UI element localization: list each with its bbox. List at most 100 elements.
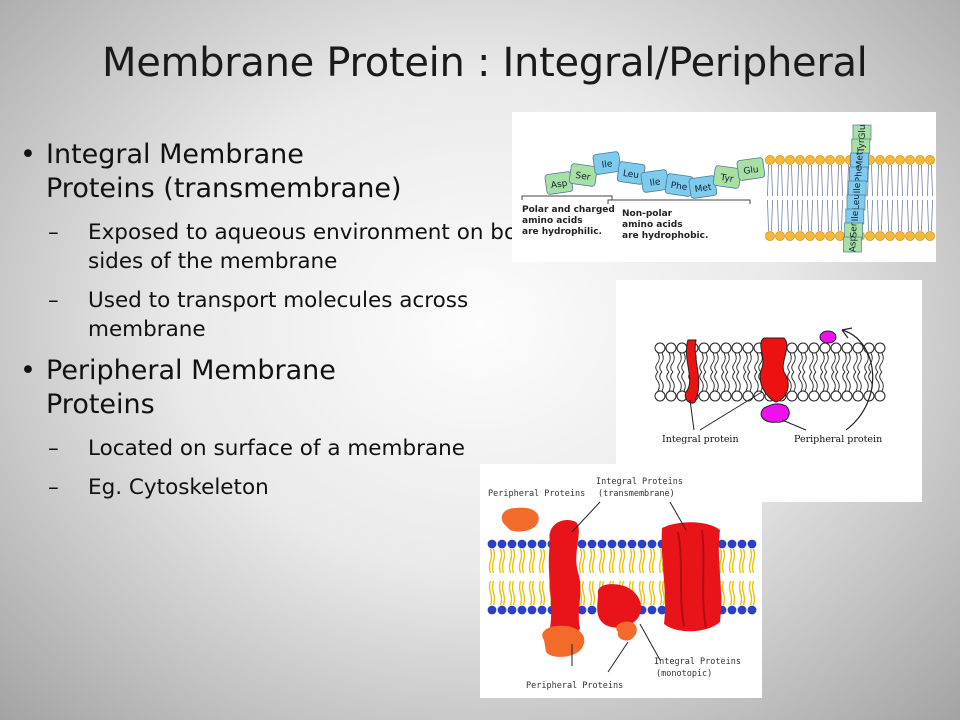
lipid-tail [787, 371, 796, 392]
lipid-head [895, 231, 905, 241]
amino-acid-label: Ile [649, 177, 661, 188]
lipid-head [915, 231, 925, 241]
lipid-head [737, 539, 747, 549]
lipid-head [785, 155, 795, 165]
lipid-head [786, 390, 798, 402]
label-integral-trans-2: (transmembrane) [598, 489, 675, 499]
lipid-head [874, 390, 886, 402]
helix-residue-label: Met [856, 151, 866, 168]
lipid-tail [798, 352, 807, 373]
lipid-head [727, 605, 737, 615]
lipid-tail [853, 371, 862, 392]
lipid-tail [538, 548, 546, 574]
lipid-head [487, 539, 497, 549]
lipid-head [497, 539, 507, 549]
peripheral-small-orange [616, 621, 637, 641]
lipid-tail [842, 371, 851, 392]
lipid-head [825, 155, 835, 165]
lipid-head [815, 155, 825, 165]
lipid-head [637, 539, 647, 549]
helix-residue-label: Phe [854, 165, 864, 182]
lipid-head [815, 231, 825, 241]
lipid-tail [638, 580, 646, 606]
lipid-tail [787, 164, 793, 197]
lipid-tail [927, 164, 933, 197]
pointer-trans-1 [571, 501, 601, 533]
sub-bullet-cytoskeleton: Eg. Cytoskeleton [46, 473, 478, 502]
lipid-tail [655, 352, 664, 373]
lipid-tail [528, 580, 536, 606]
lipid-tail [875, 352, 884, 373]
lipid-head [863, 390, 875, 402]
polar-label-3: are hydrophilic. [522, 227, 602, 237]
polar-bracket [521, 195, 613, 200]
lipid-head [607, 539, 617, 549]
lipid-head [517, 539, 527, 549]
label-integral-trans-1: Integral Proteins [596, 477, 683, 487]
helix-residue-box [843, 236, 862, 253]
lipid-tail [807, 164, 813, 197]
lipid-tail [797, 164, 803, 197]
lipid-tail [827, 199, 833, 232]
lipid-tail [728, 580, 736, 606]
lipid-head [915, 155, 925, 165]
integral-pointer-1 [689, 399, 695, 431]
lipid-head [747, 605, 757, 615]
lipid-tail [809, 352, 818, 373]
lipid-tail [777, 199, 783, 232]
lipid-head [785, 231, 795, 241]
lipid-head [885, 155, 895, 165]
curved-arrow [841, 329, 874, 431]
amino-acid-label: Asp [550, 179, 568, 191]
lipid-tail [488, 580, 496, 606]
barrel-stripe-2 [701, 529, 707, 629]
lipid-head [808, 390, 820, 402]
lipid-head [709, 342, 721, 354]
lipid-tail [666, 371, 675, 392]
lipid-head [507, 605, 517, 615]
lipid-head [775, 231, 785, 241]
sub-bullet-located: Located on surface of a membrane [46, 434, 478, 463]
lipid-tail [907, 199, 913, 232]
label-integral-mono-2: (monotopic) [656, 669, 712, 679]
lipid-tail [666, 352, 675, 373]
lipid-head [885, 231, 895, 241]
lipid-head [617, 539, 627, 549]
lipid-head [786, 342, 798, 354]
lipid-head [825, 231, 835, 241]
lipid-head [925, 231, 935, 241]
sub-bullet-exposed: Exposed to aqueous environment on both s… [46, 218, 548, 276]
lipid-head [577, 605, 587, 615]
lipid-tail [867, 199, 873, 232]
lipid-tail [699, 352, 708, 373]
helix-residue-label: Tyr [857, 139, 867, 153]
bullet-peripheral-line1: Peripheral Membrane [46, 355, 336, 386]
lipid-tail [767, 199, 773, 232]
lipid-tail [797, 199, 803, 232]
lipid-tail [837, 164, 843, 197]
helix-residue-label: Glu [858, 124, 868, 139]
lipid-tail [488, 548, 496, 574]
lipid-bilayer-line [654, 342, 886, 402]
lipid-tail [638, 548, 646, 574]
lipid-tail [699, 371, 708, 392]
lipid-head [698, 390, 710, 402]
lipid-head [852, 342, 864, 354]
lipid-tail [927, 199, 933, 232]
lipid-tail [648, 580, 656, 606]
lipid-tail [518, 548, 526, 574]
integral-barrel-red [661, 522, 722, 632]
lipid-head [852, 390, 864, 402]
lipid-tail [877, 199, 883, 232]
bullet-list: Integral Membrane Proteins (transmembran… [20, 132, 540, 512]
lipid-head [497, 605, 507, 615]
lipid-tail [831, 371, 840, 392]
integral-protein-shape-2 [759, 337, 789, 403]
lipid-head [647, 605, 657, 615]
lipid-tail [867, 164, 873, 197]
lipid-tail [917, 164, 923, 197]
lipid-tail [827, 164, 833, 197]
label-peripheral-bottom: Peripheral Proteins [526, 681, 623, 691]
lipid-tail [842, 352, 851, 373]
